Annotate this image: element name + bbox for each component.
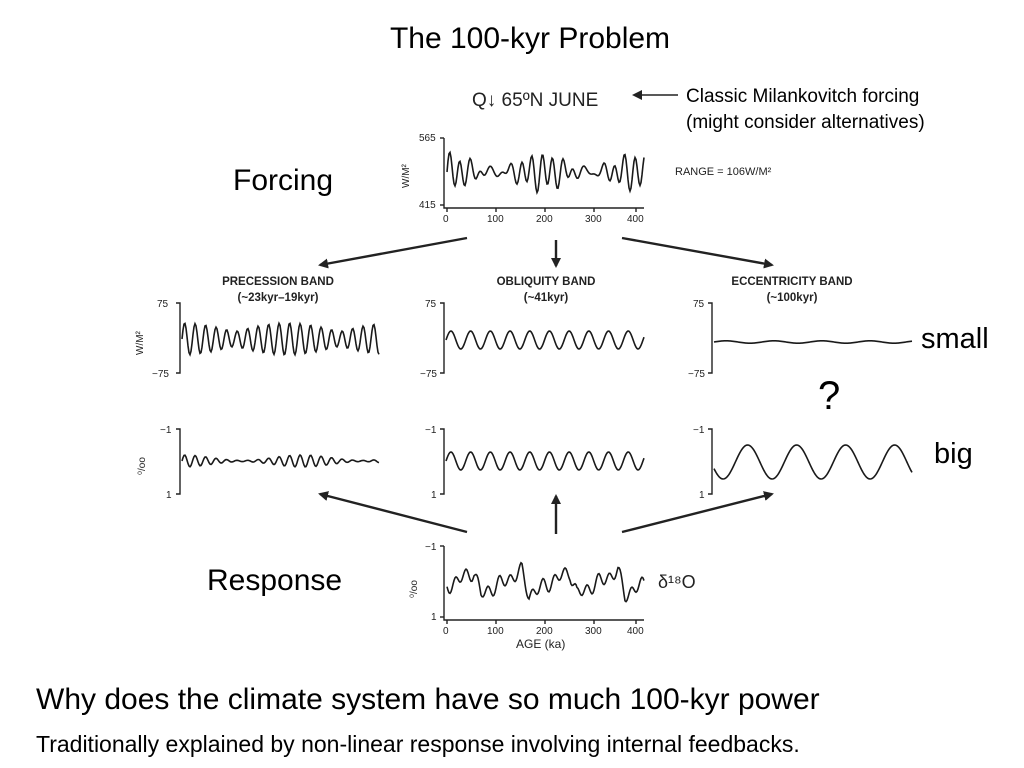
band-ybottom: −75	[152, 369, 169, 380]
iso-ytop: −1	[693, 425, 705, 436]
note-line-2: (might consider alternatives)	[686, 112, 925, 133]
big-label: big	[934, 438, 973, 470]
insolation-wave	[446, 150, 645, 195]
insolation-ylabel: W/M²	[401, 163, 412, 188]
obliquity-response-wave	[445, 451, 645, 471]
arrow-from-response-precession	[318, 491, 468, 534]
small-label: small	[921, 323, 989, 355]
band-ylabel: W/M²	[135, 330, 146, 355]
forcing-label: Forcing	[233, 164, 334, 197]
age-axis-label: AGE (ka)	[516, 637, 565, 651]
iso-ylabel: ⁰/oo	[137, 457, 148, 475]
response-label: Response	[207, 564, 343, 597]
xtick-200: 200	[536, 214, 553, 225]
eccentricity-response-panel: −1 1	[693, 425, 913, 501]
band-ytop: 75	[157, 299, 169, 310]
iso-ybottom: 1	[431, 612, 437, 623]
arrow-to-eccentricity	[621, 236, 774, 269]
iso-ybottom: 1	[431, 490, 437, 501]
d18o-panel: −1 1 ⁰/oo δ¹⁸O 0 100 200 300 400 AGE (ka…	[409, 542, 696, 651]
band-ybottom: −75	[420, 369, 437, 380]
insolation-axis	[443, 138, 644, 209]
xtick-300: 300	[585, 214, 602, 225]
precession-forcing-panel: 75 −75 W/M²	[135, 299, 380, 380]
eccentricity-forcing-wave	[713, 339, 913, 345]
iso-ybottom: 1	[166, 490, 172, 501]
insolation-ybottom: 415	[419, 200, 436, 211]
d18o-label: δ¹⁸O	[658, 572, 696, 592]
slide-title: The 100-kyr Problem	[389, 22, 671, 55]
obliquity-band-period: (~41kyr)	[524, 292, 569, 304]
eccentricity-band-title: ECCENTRICITY BAND	[731, 276, 852, 288]
precession-forcing-wave	[181, 321, 380, 357]
xtick-300: 300	[585, 626, 602, 637]
xtick-100: 100	[487, 626, 504, 637]
xtick-0: 0	[443, 626, 449, 637]
explanation-text: Traditionally explained by non-linear re…	[36, 731, 800, 757]
question-mark: ?	[818, 374, 841, 418]
iso-ybottom: 1	[699, 490, 705, 501]
obliquity-forcing-wave	[445, 330, 645, 350]
milankovitch-note: Classic Milankovitch forcing (might cons…	[686, 84, 925, 136]
insolation-panel: 565 415 W/M² 0 100 200 300 400	[401, 133, 645, 225]
xtick-0: 0	[443, 214, 449, 225]
band-ytop: 75	[693, 299, 705, 310]
insolation-ytop: 565	[419, 133, 436, 144]
iso-ytop: −1	[425, 425, 437, 436]
arrow-from-response-eccentricity	[621, 491, 774, 534]
eccentricity-band-period: (~100kyr)	[767, 292, 818, 304]
insolation-xticks: 0 100 200 300 400	[443, 208, 644, 225]
d18o-ylabel: ⁰/oo	[409, 580, 420, 598]
precession-response-wave	[181, 453, 380, 468]
obliquity-band-title: OBLIQUITY BAND	[497, 276, 596, 288]
xtick-100: 100	[487, 214, 504, 225]
band-ytop: 75	[425, 299, 437, 310]
arrow-to-precession	[318, 236, 468, 269]
d18o-xticks: 0 100 200 300 400	[443, 620, 644, 637]
range-label: RANGE = 106W/M²	[675, 166, 772, 178]
eccentricity-response-wave	[713, 444, 913, 480]
insolation-header: Q↓ 65ºN JUNE	[472, 90, 598, 111]
obliquity-response-panel: −1 1	[425, 425, 645, 501]
eccentricity-forcing-panel: 75 −75	[688, 299, 913, 380]
band-ybottom: −75	[688, 369, 705, 380]
iso-ytop: −1	[160, 425, 172, 436]
note-line-1: Classic Milankovitch forcing	[686, 86, 920, 107]
xtick-400: 400	[627, 214, 644, 225]
d18o-axis	[443, 546, 644, 621]
iso-ytop: −1	[425, 542, 437, 553]
obliquity-forcing-panel: 75 −75	[420, 299, 645, 380]
xtick-200: 200	[536, 626, 553, 637]
main-question: Why does the climate system have so much…	[36, 683, 820, 716]
precession-band-title: PRECESSION BAND	[222, 276, 334, 288]
precession-response-panel: −1 1 ⁰/oo	[137, 425, 380, 501]
xtick-400: 400	[627, 626, 644, 637]
precession-band-period: (~23kyr–19kyr)	[238, 292, 319, 304]
d18o-wave	[446, 561, 645, 603]
